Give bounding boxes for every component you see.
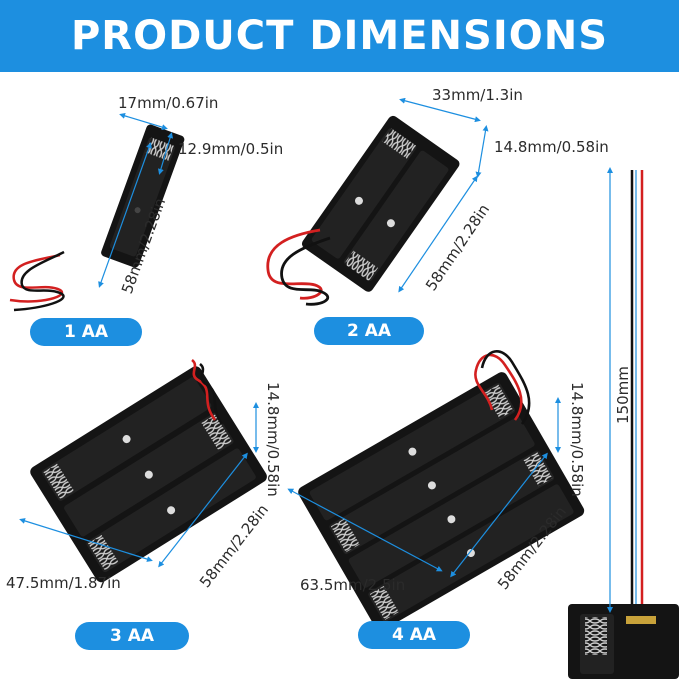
label-2aa-badge: 2 AA bbox=[314, 317, 424, 345]
page-title: PRODUCT DIMENSIONS bbox=[70, 13, 609, 59]
wire-length-label: 150mm bbox=[614, 366, 632, 424]
1aa-depth-label: 12.9mm/0.5in bbox=[178, 140, 284, 158]
3aa-width-label: 47.5mm/1.87in bbox=[6, 574, 121, 592]
4aa-width-label: 63.5mm/2.5in bbox=[300, 576, 406, 594]
1aa-width-label: 17mm/0.67in bbox=[118, 94, 219, 112]
label-1aa-badge: 1 AA bbox=[30, 318, 142, 346]
label-3aa-badge: 3 AA bbox=[75, 622, 189, 650]
holder-2aa bbox=[266, 115, 460, 306]
2aa-depth-label: 14.8mm/0.58in bbox=[494, 138, 609, 156]
4aa-depth-label: 14.8mm/0.58in bbox=[568, 382, 586, 497]
dimension-lines bbox=[19, 97, 613, 613]
label-4aa-badge: 4 AA bbox=[358, 621, 470, 649]
2aa-width-label: 33mm/1.3in bbox=[432, 86, 523, 104]
header-banner: PRODUCT DIMENSIONS bbox=[0, 0, 679, 72]
3aa-depth-label: 14.8mm/0.58in bbox=[264, 382, 282, 497]
lead-wire bbox=[568, 170, 679, 679]
